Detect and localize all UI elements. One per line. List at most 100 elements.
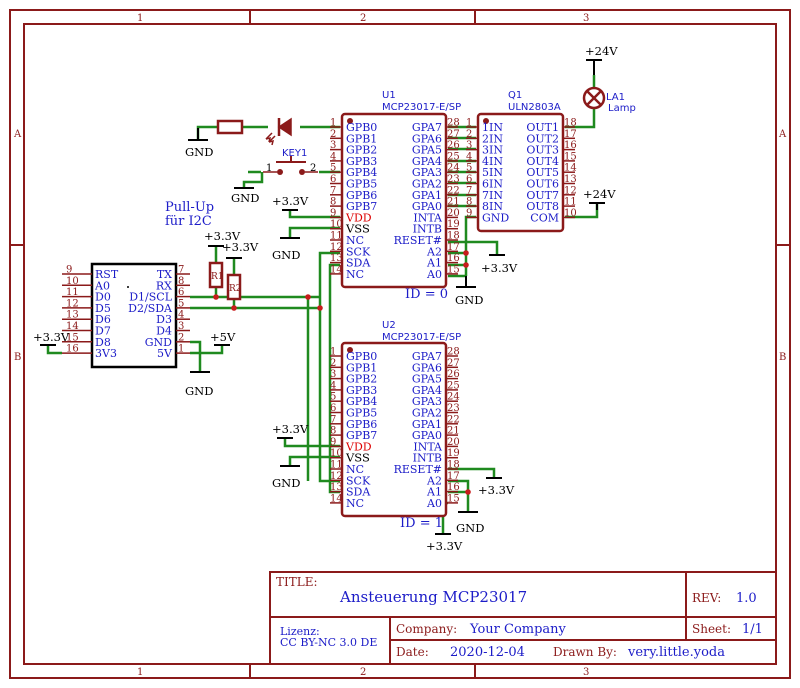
net-gnd-addr-u1: GND: [455, 293, 483, 307]
q1-pin-name-11: OUT8: [526, 200, 559, 213]
mcu-pin-num-8: 8: [178, 276, 184, 287]
rev-label: REV:: [692, 591, 721, 605]
u1-pin-name-23: GPA2: [412, 178, 442, 191]
u2-pin-name-21: GPA0: [412, 429, 442, 442]
resistor-r1[interactable]: R1: [208, 261, 224, 289]
u2-pin-name-14: NC: [346, 497, 364, 510]
status-led[interactable]: [265, 117, 292, 146]
u2-pin-num-9: 9: [330, 437, 336, 448]
lamp-la1[interactable]: LA1 Lamp: [582, 86, 636, 114]
u2-pin-num-3: 3: [330, 369, 336, 380]
u1-pin-num-23: 23: [447, 174, 460, 185]
net-33-r2: +3.3V: [222, 240, 259, 254]
mcu-pin-num-15: 15: [66, 332, 79, 343]
q1-pin-name-1: 1IN: [482, 121, 503, 134]
u1-pin-name-17: A2: [426, 245, 442, 258]
u2-pin-name-11: NC: [346, 463, 364, 476]
u1-pin-name-4: GPB3: [346, 155, 377, 168]
q1-pin-num-13: 13: [564, 174, 577, 185]
q1-pin-name-3: 3IN: [482, 144, 503, 157]
zone-top-1: 1: [137, 13, 143, 24]
net-gnd-u1: GND: [272, 248, 300, 262]
u1-id-label: ID = 0: [405, 287, 448, 302]
title-label: TITLE:: [276, 575, 318, 589]
title-block: TITLE: Ansteuerung MCP23017 REV: 1.0 Liz…: [269, 571, 777, 665]
q1-pin-name-14: OUT5: [526, 166, 559, 179]
zone-top-2: 2: [360, 13, 366, 24]
mcu-pin-num-13: 13: [66, 310, 79, 321]
net-33-r1: +3.3V: [204, 229, 241, 243]
mcu-pin-name-4: D3: [156, 313, 172, 326]
u1-pin-name-28: GPA7: [412, 121, 442, 134]
u1-pin-num-10: 10: [330, 219, 343, 230]
q1-pin-num-16: 16: [564, 140, 577, 151]
u1-pin-name-26: GPA5: [412, 144, 442, 157]
u2-pin-name-3: GPB2: [346, 373, 377, 386]
power-symbols: +24V +24V GND GND +3.3V GND +3.3V GND +3…: [33, 44, 618, 553]
u1-pin-num-8: 8: [330, 197, 336, 208]
u2-pin-name-19: INTB: [413, 452, 442, 465]
u1-pin-name-14: NC: [346, 268, 364, 281]
q1-pin-num-8: 8: [466, 197, 472, 208]
q1-pin-num-3: 3: [466, 140, 472, 151]
mcu-pin-name-5: D2/SDA: [128, 302, 173, 315]
lamp-ref: LA1: [606, 92, 625, 103]
q1-ref: Q1: [508, 90, 522, 101]
u1-pin-num-25: 25: [447, 151, 460, 162]
led-resistor[interactable]: [216, 119, 244, 135]
net-gnd-u2: GND: [272, 476, 300, 490]
resistor-r2[interactable]: R2: [226, 273, 242, 301]
u2-pin-name-22: GPA1: [412, 418, 442, 431]
u1-pin-name-10: VSS: [345, 222, 370, 236]
mcu-pin-num-3: 3: [178, 321, 184, 332]
u1-pin-num-9: 9: [330, 208, 336, 219]
zone-right-b: B: [779, 352, 786, 363]
mcu-pin-num-5: 5: [178, 298, 184, 309]
u2-pin-name-2: GPB1: [346, 361, 377, 374]
u1-right-pins: 28GPA727GPA626GPA525GPA424GPA323GPA222GP…: [394, 118, 460, 281]
u2-pin-name-8: GPB7: [346, 429, 377, 442]
zone-bottom-3: 3: [583, 667, 589, 678]
u1-pin-name-20: INTA: [413, 211, 443, 224]
mcu-pin-name-15: D8: [95, 336, 111, 349]
net-33-a0-u2: +3.3V: [426, 539, 463, 553]
company-value: Your Company: [469, 622, 567, 637]
rev-value: 1.0: [736, 591, 757, 606]
r1-label: R1: [211, 272, 224, 282]
u1-pin-name-19: INTB: [413, 223, 442, 236]
u1-pin-num-4: 4: [330, 151, 336, 162]
mcu-pin-num-10: 10: [66, 276, 79, 287]
u1-pin-name-12: SCK: [346, 245, 371, 258]
u2-pin-name-4: GPB3: [346, 384, 377, 397]
net-gnd-mcu: GND: [185, 384, 213, 398]
u2-pin-name-15: A0: [426, 497, 442, 510]
q1-pin-name-6: 6IN: [482, 178, 503, 191]
q1-pin-num-17: 17: [564, 129, 577, 140]
q1-pin-name-15: OUT4: [526, 155, 559, 168]
key1-switch[interactable]: KEY1 1 2: [263, 148, 318, 175]
mcu-pin-name-9: RST: [95, 268, 119, 281]
net-gnd-led: GND: [185, 145, 213, 159]
u2-pin-num-27: 27: [447, 358, 460, 369]
u2-pin-num-23: 23: [447, 403, 460, 414]
u2-pin-num-13: 13: [330, 482, 343, 493]
net-33-reset-u2: +3.3V: [478, 483, 515, 497]
mcu-pin-num-14: 14: [66, 321, 79, 332]
license-label: Lizenz:: [280, 625, 320, 638]
u1-pin-num-12: 12: [330, 242, 343, 253]
mcu-pin-num-12: 12: [66, 298, 79, 309]
u1-pin-name-2: GPB1: [346, 132, 377, 145]
u1-pin-name-21: GPA0: [412, 200, 442, 213]
mcu-pin-num-4: 4: [178, 310, 184, 321]
u2-pin-num-20: 20: [447, 437, 460, 448]
junctions: [213, 250, 471, 495]
u2-pin-num-17: 17: [447, 471, 460, 482]
q1-pin-num-15: 15: [564, 151, 577, 162]
u1-pin-name-27: GPA6: [412, 132, 442, 145]
